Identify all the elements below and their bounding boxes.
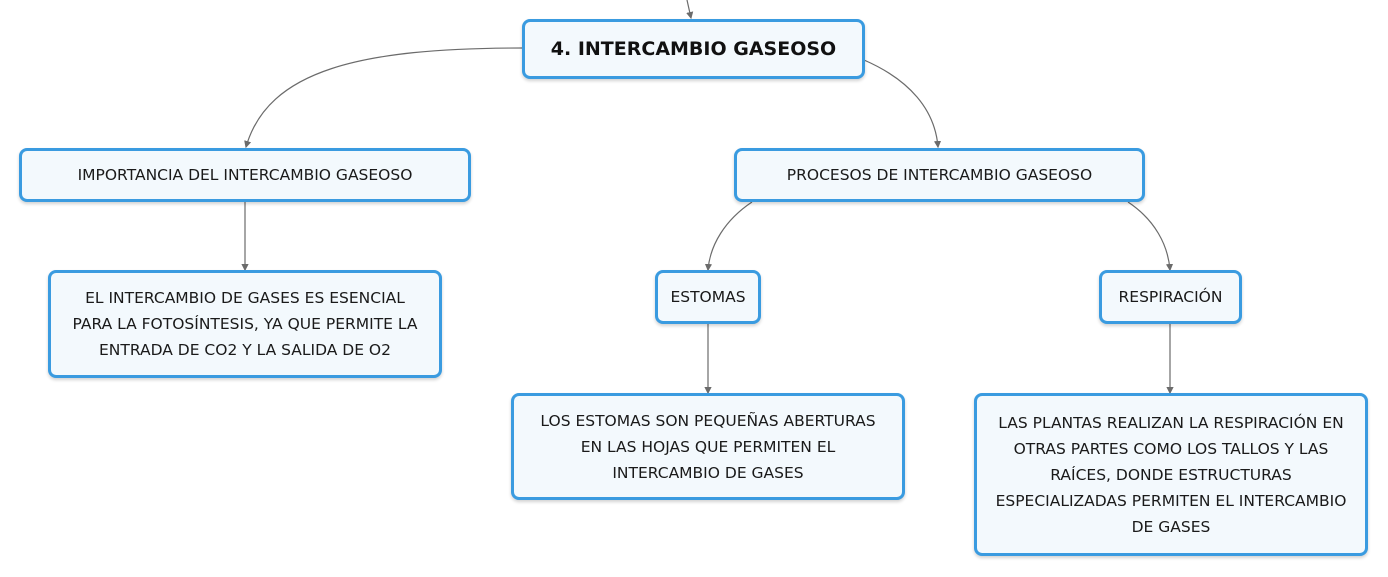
node-estomas[interactable]: ESTOMAS [655,270,761,324]
node-importancia-label: IMPORTANCIA DEL INTERCAMBIO GASEOSO [77,166,413,184]
connector-procesos-to-estomas [704,201,753,272]
node-procesos[interactable]: PROCESOS DE INTERCAMBIO GASEOSO [734,148,1145,202]
connector-procesos-to-respiracion [1127,201,1174,272]
node-estomas-label: ESTOMAS [670,288,746,306]
node-estomas-detail[interactable]: LOS ESTOMAS SON PEQUEÑAS ABERTURAS EN LA… [511,393,905,500]
node-respiracion-label: RESPIRACIÓN [1118,288,1223,306]
connector-parent-to-root [686,0,694,20]
node-procesos-label: PROCESOS DE INTERCAMBIO GASEOSO [786,166,1093,184]
node-estomas-detail-text: LOS ESTOMAS SON PEQUEÑAS ABERTURAS EN LA… [540,411,876,482]
node-root[interactable]: 4. INTERCAMBIO GASEOSO [522,19,865,79]
connector-root-to-importancia [244,47,523,149]
connector-root-to-procesos [863,59,942,149]
node-respiracion[interactable]: RESPIRACIÓN [1099,270,1242,324]
node-importancia-detail-text: EL INTERCAMBIO DE GASES ES ESENCIAL PARA… [72,289,418,359]
node-root-label: 4. INTERCAMBIO GASEOSO [550,38,837,60]
node-respiracion-detail[interactable]: LAS PLANTAS REALIZAN LA RESPIRACIÓN EN O… [974,393,1368,556]
node-importancia[interactable]: IMPORTANCIA DEL INTERCAMBIO GASEOSO [19,148,471,202]
node-respiracion-detail-text: LAS PLANTAS REALIZAN LA RESPIRACIÓN EN O… [995,413,1347,536]
node-importancia-detail[interactable]: EL INTERCAMBIO DE GASES ES ESENCIAL PARA… [48,270,442,378]
